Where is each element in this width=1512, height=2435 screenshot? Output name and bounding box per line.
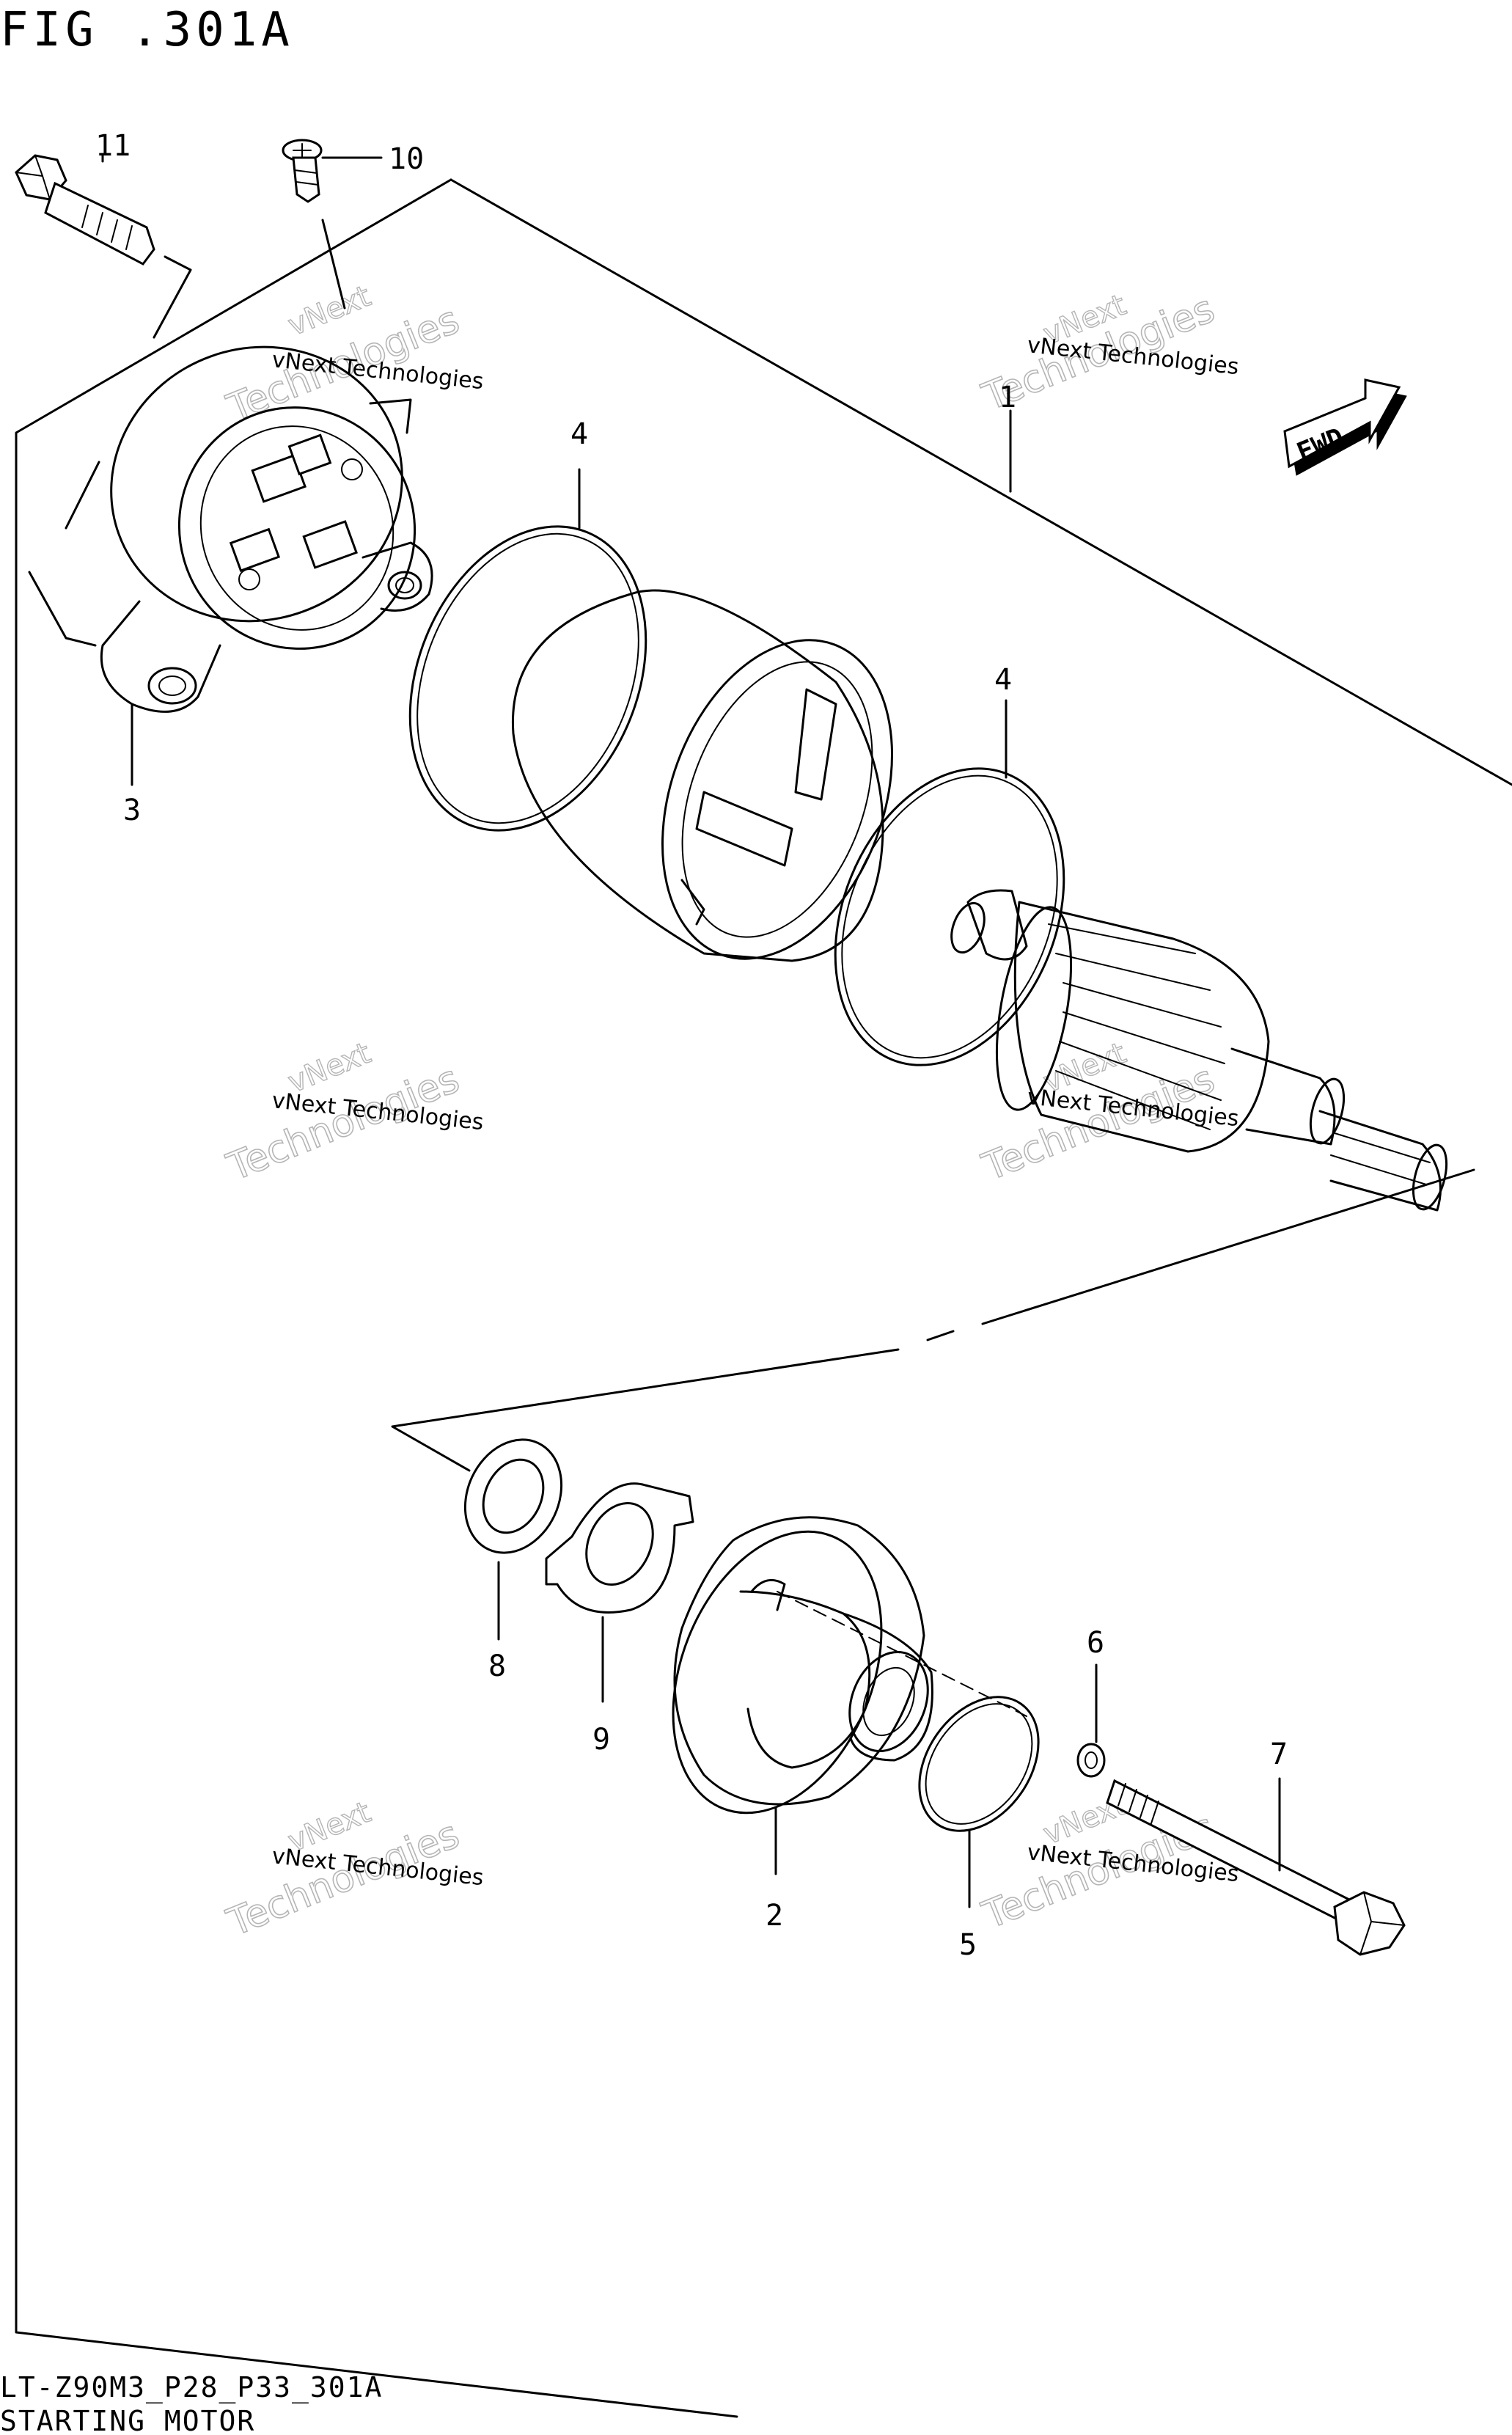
part-5-o-ring: 5 — [918, 1696, 1040, 1962]
callout-4-lower: 4 — [994, 663, 1012, 697]
watermark-6: vNext Technologies vNext Technologies — [976, 1787, 1240, 1938]
part-11-bolt: 11 — [15, 129, 192, 339]
part-7-through-bolt: 7 — [1106, 1738, 1406, 1956]
part-3-brush-housing: 3 — [28, 345, 433, 827]
part-4-o-ring-upper: 4 — [408, 417, 647, 832]
part-9-lock-washer: 9 — [545, 1482, 694, 1757]
callout-5: 5 — [959, 1928, 977, 1962]
part-10-screw: 10 — [282, 139, 424, 310]
callout-9: 9 — [592, 1723, 610, 1757]
watermark-1: vNext Technologies vNext Technologies — [221, 279, 485, 431]
part-6-washer: 6 — [1076, 1626, 1106, 1778]
callout-2: 2 — [766, 1899, 783, 1933]
figure-caption: STARTING MOTOR — [0, 2405, 255, 2435]
yoke-housing — [511, 589, 893, 962]
callout-6: 6 — [1087, 1626, 1104, 1660]
fwd-arrow-icon: FWD — [1283, 378, 1407, 476]
callout-7: 7 — [1270, 1738, 1288, 1771]
part-4-o-ring-lower: 4 — [834, 663, 1065, 1066]
part-1-armature: 1 — [950, 381, 1448, 1212]
figure-title: FIG .301A — [0, 3, 294, 57]
callout-1: 1 — [999, 381, 1016, 414]
callout-3: 3 — [123, 794, 141, 827]
model-code: LT-Z90M3_P28_P33_301A — [0, 2371, 383, 2404]
callout-10: 10 — [389, 142, 424, 176]
watermark-5: vNext Technologies vNext Technologies — [221, 1795, 485, 1946]
assembly-bracket — [15, 178, 1512, 2418]
part-8-washer: 8 — [463, 1438, 563, 1683]
callout-11: 11 — [95, 129, 131, 163]
callout-4-upper: 4 — [570, 417, 588, 451]
watermark-3: vNext Technologies vNext Technologies — [221, 1036, 485, 1190]
part-2-front-bracket: 2 — [672, 1516, 1027, 1933]
callout-8: 8 — [488, 1649, 506, 1683]
